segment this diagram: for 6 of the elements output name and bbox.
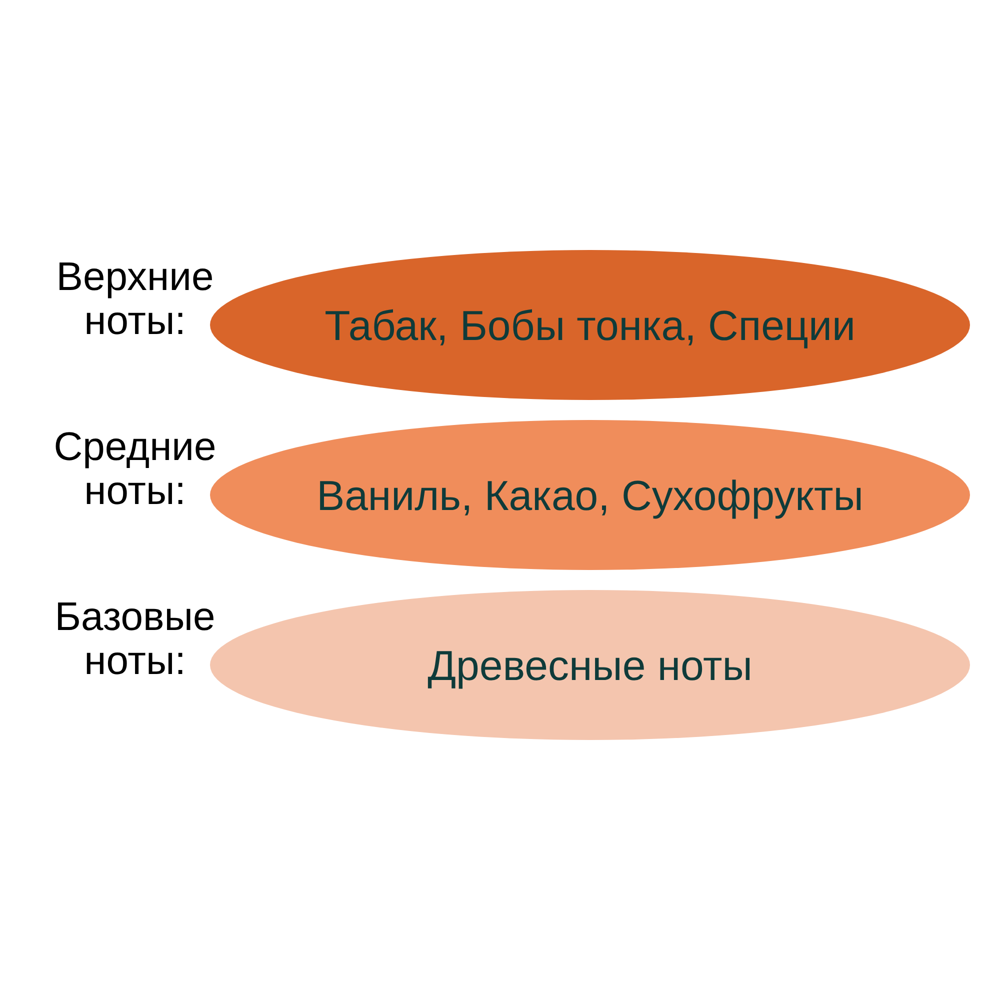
tier-label: Верхние ноты: [55, 255, 215, 343]
tier-label: Средние ноты: [52, 425, 218, 513]
notes-text: Табак, Бобы тонка, Специи [324, 300, 856, 350]
notes-text: Древесные ноты [428, 640, 752, 691]
notes-text: Ваниль, Какао, Сухофрукты [316, 470, 864, 521]
tier-label: Базовые ноты: [54, 595, 216, 683]
